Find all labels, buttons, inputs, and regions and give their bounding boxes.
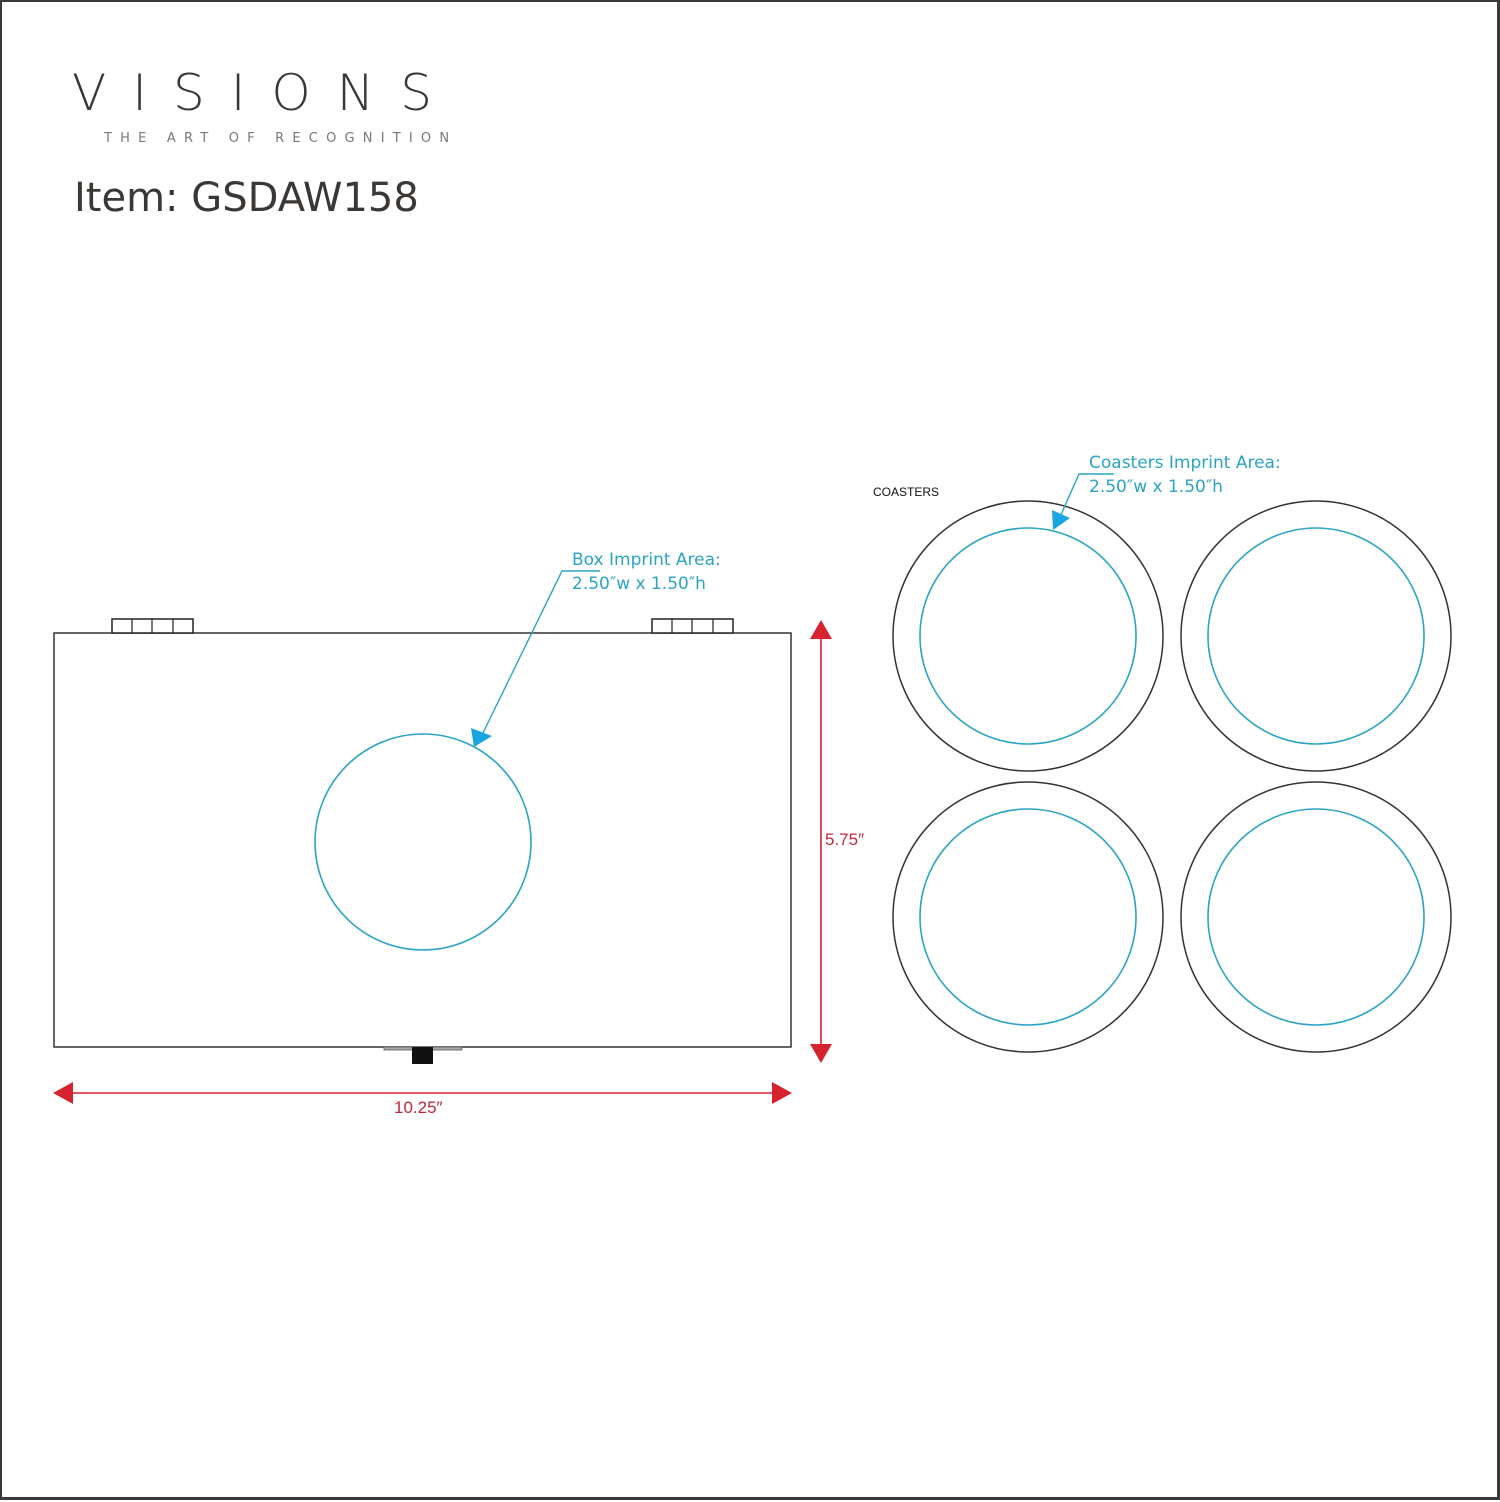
box-callout-leader xyxy=(471,570,600,747)
height-dimension xyxy=(810,620,832,1063)
coaster-2 xyxy=(1180,500,1452,772)
box-imprint-area xyxy=(314,733,532,951)
coasters-drawing xyxy=(892,473,1452,1053)
coaster-3 xyxy=(892,781,1164,1053)
callout-arrowhead-icon xyxy=(471,728,492,747)
coaster-1 xyxy=(892,500,1164,772)
box-imprint-title: Box Imprint Area: xyxy=(572,550,721,570)
coasters-imprint-title: Coasters Imprint Area: xyxy=(1089,453,1281,473)
coasters-imprint-callout: Coasters Imprint Area: 2.50″w x 1.50″h xyxy=(1089,451,1281,499)
box-outline xyxy=(53,632,792,1048)
coasters-label: COASTERS xyxy=(873,485,940,499)
box-imprint-callout: Box Imprint Area: 2.50″w x 1.50″h xyxy=(572,548,721,596)
box-drawing xyxy=(53,570,792,1064)
width-dimension-label: 10.25″ xyxy=(394,1098,443,1117)
left-hinge xyxy=(111,618,194,634)
item-title: Item: GSDAW158 xyxy=(74,175,419,221)
box-clasp xyxy=(383,1046,463,1064)
right-hinge xyxy=(651,618,734,634)
callout-arrowhead-icon xyxy=(1052,510,1070,530)
box-imprint-dims: 2.50″w x 1.50″h xyxy=(572,574,706,594)
coasters-imprint-dims: 2.50″w x 1.50″h xyxy=(1089,477,1223,497)
coaster-callout-leader xyxy=(1052,473,1114,530)
width-dimension xyxy=(53,1082,792,1104)
brand-logo: VISIONS xyxy=(72,64,458,122)
brand-tagline: THE ART OF RECOGNITION xyxy=(104,131,458,146)
height-dimension-label: 5.75″ xyxy=(825,830,865,849)
coaster-4 xyxy=(1180,781,1452,1053)
